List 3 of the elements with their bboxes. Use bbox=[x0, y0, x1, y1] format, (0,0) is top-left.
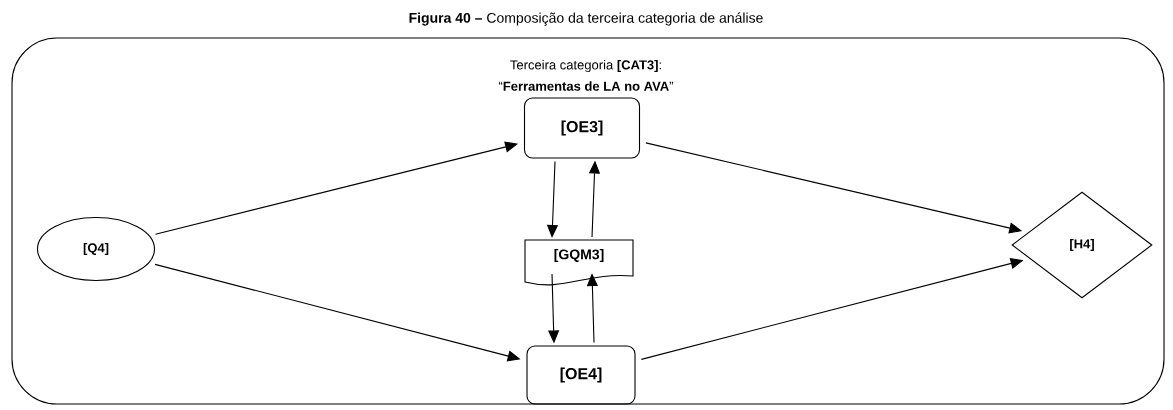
objective-box: [OE3] bbox=[523, 97, 641, 159]
figure-title: Figura 40 – Composição da terceira categoria de análise bbox=[409, 12, 763, 26]
objective-box: [OE4] bbox=[526, 345, 636, 405]
